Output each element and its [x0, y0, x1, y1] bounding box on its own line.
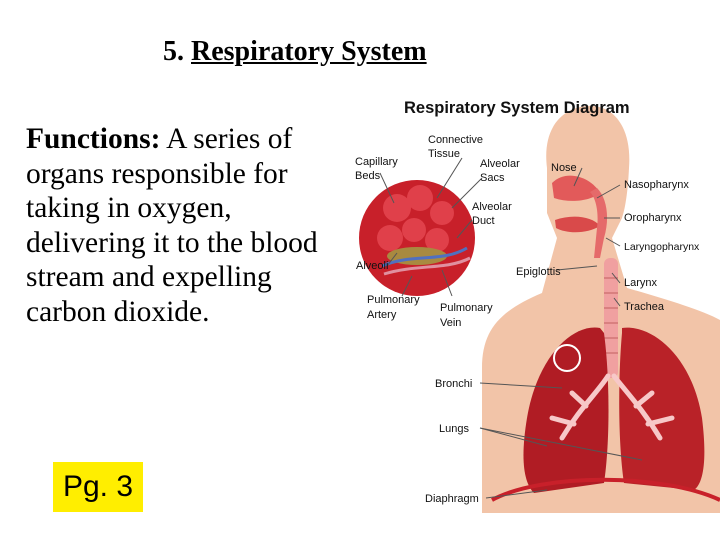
- label-pulmonary-vein-line2: Vein: [440, 317, 461, 329]
- label-epiglottis: Epiglottis: [516, 266, 561, 278]
- label-pulmonary-artery-line2: Artery: [367, 309, 397, 321]
- label-pulmonary-artery-line1: Pulmonary: [367, 294, 420, 306]
- label-alveoli: Alveoli: [356, 260, 388, 272]
- label-oropharynx: Oropharynx: [624, 212, 682, 224]
- label-capillary-beds-line2: Beds: [355, 170, 381, 182]
- bronchi-tree: [549, 373, 675, 441]
- label-lungs: Lungs: [439, 423, 469, 435]
- pharynx: [590, 188, 608, 258]
- functions-paragraph: Functions: A series of organs responsibl…: [26, 122, 346, 330]
- oral-cavity: [555, 216, 600, 233]
- label-pulmonary-vein-line1: Pulmonary: [440, 302, 493, 314]
- label-alveolar-duct-line1: Alveolar: [472, 201, 512, 213]
- left-lung: [523, 327, 609, 493]
- right-lung: [619, 327, 705, 490]
- slide-number: 5.: [163, 36, 184, 67]
- label-larynx: Larynx: [624, 277, 658, 289]
- respiratory-diagram: Respiratory System Diagram Connective Ti…: [342, 88, 720, 513]
- label-nose: Nose: [551, 162, 577, 174]
- trachea-tube: [604, 258, 618, 378]
- label-connective-tissue-line2: Tissue: [428, 148, 460, 160]
- label-bronchi: Bronchi: [435, 378, 472, 390]
- slide-title-text: Respiratory System: [191, 36, 427, 67]
- page-reference-text: Pg. 3: [62, 470, 134, 503]
- diagram-title: Respiratory System Diagram: [404, 99, 630, 117]
- label-trachea: Trachea: [624, 301, 665, 313]
- label-connective-tissue-line1: Connective: [428, 134, 483, 146]
- functions-text: A series of organs responsible for takin…: [26, 123, 318, 328]
- nasal-cavity: [552, 175, 600, 201]
- label-alveolar-sacs-line2: Sacs: [480, 172, 505, 184]
- leader-lines: [379, 157, 643, 499]
- functions-label: Functions:: [26, 123, 161, 155]
- lung-highlight-circle: [553, 344, 581, 372]
- label-capillary-beds-line1: Capillary: [355, 156, 398, 168]
- diagram-labels: Connective Tissue Capillary Beds Alveola…: [355, 134, 700, 505]
- label-alveolar-duct-line2: Duct: [472, 215, 495, 227]
- diaphragm-muscle: [491, 477, 720, 502]
- label-diaphragm: Diaphragm: [425, 493, 479, 505]
- label-alveolar-sacs-line1: Alveolar: [480, 158, 520, 170]
- slide-title: 5. Respiratory System: [163, 36, 427, 68]
- label-laryngopharynx: Laryngopharynx: [624, 241, 700, 253]
- page-reference-badge: Pg. 3: [53, 462, 143, 512]
- label-nasopharynx: Nasopharynx: [624, 179, 689, 191]
